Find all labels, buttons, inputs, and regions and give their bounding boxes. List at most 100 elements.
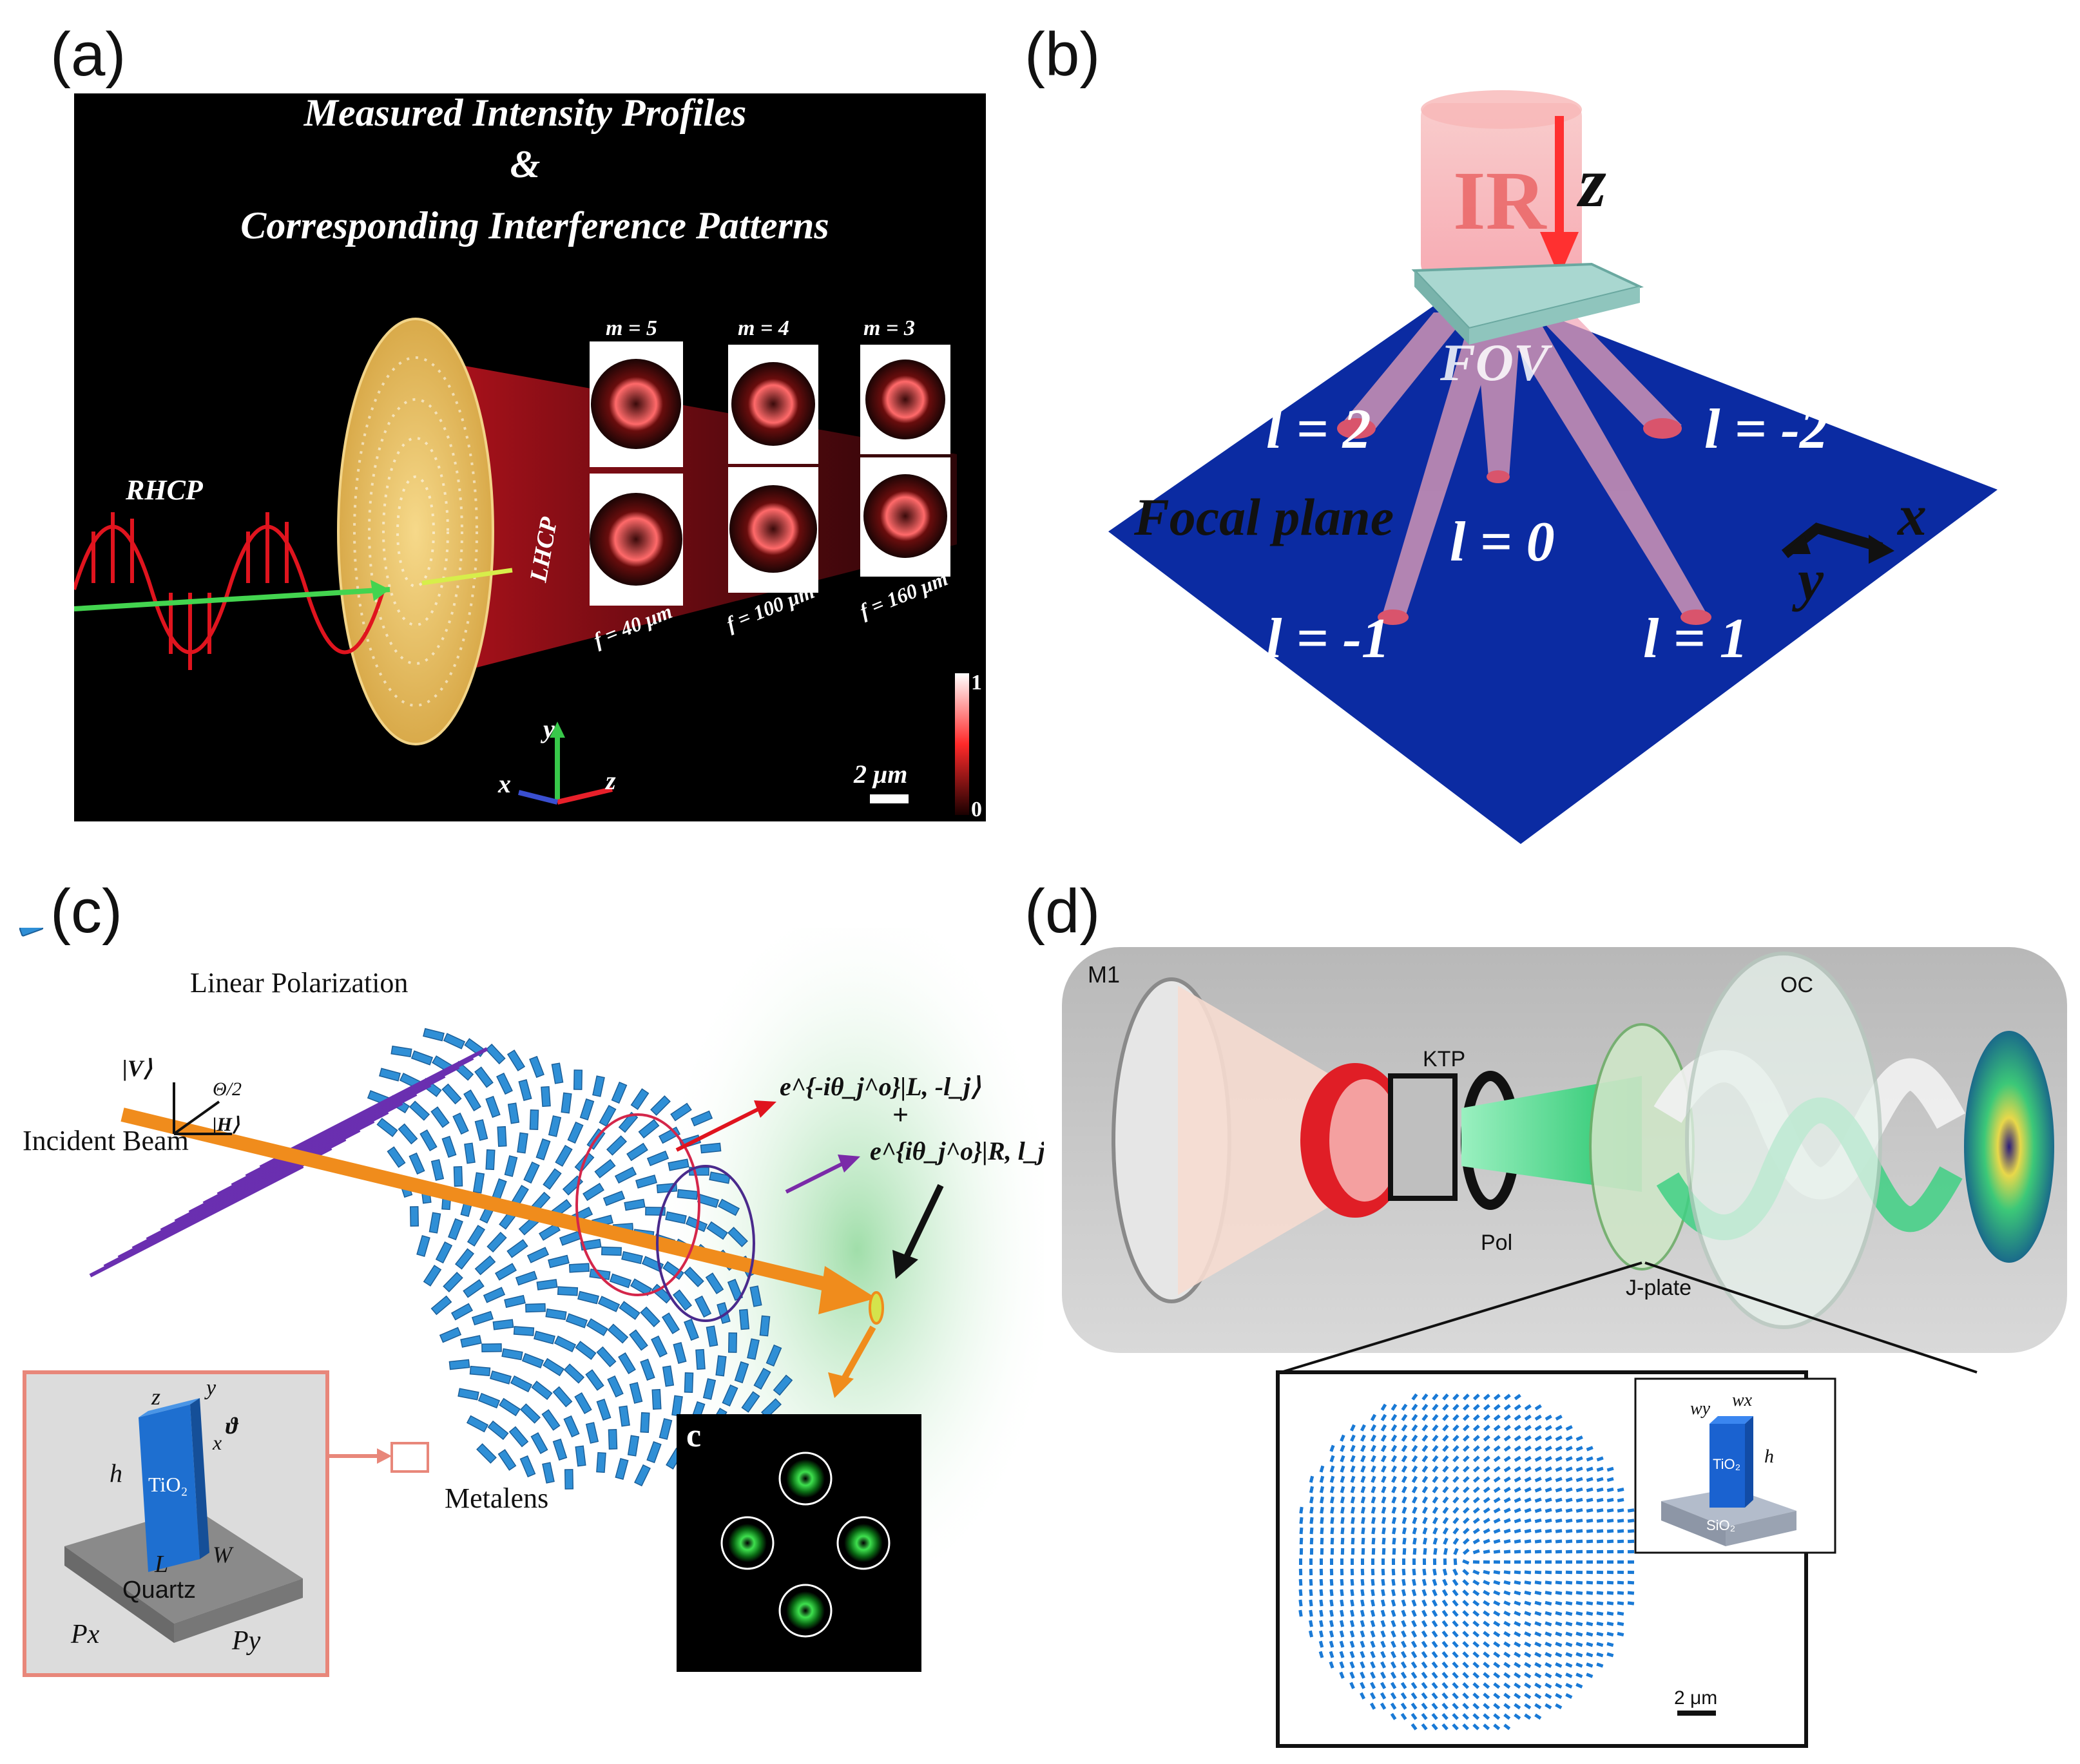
- j-plate-pillar: [1360, 1692, 1366, 1700]
- j-plate-pillar: [1493, 1476, 1501, 1483]
- j-plate-pillar: [1401, 1506, 1407, 1514]
- metalens-pillar: [619, 1301, 640, 1320]
- j-plate-pillar: [1575, 1446, 1583, 1452]
- j-plate-pillar: [1360, 1496, 1366, 1504]
- j-plate-pillar: [1441, 1609, 1449, 1617]
- j-plate-pillar: [1330, 1517, 1334, 1524]
- metalens-pillar: [409, 1206, 419, 1227]
- charge-label-3: m = 3: [863, 316, 915, 340]
- j-plate-pillar: [1432, 1434, 1439, 1442]
- metalens-pillar: [766, 1344, 782, 1367]
- j-plate-pillar: [1472, 1610, 1480, 1617]
- j-plate-pillar: [1534, 1600, 1542, 1606]
- metalens-pillar: [627, 1435, 640, 1457]
- j-plate-pillar: [1318, 1651, 1324, 1658]
- j-plate-pillar: [1452, 1486, 1459, 1493]
- j-plate-pillar: [1380, 1414, 1387, 1421]
- unit-py-label: Py: [231, 1626, 261, 1656]
- j-plate-pillar: [1421, 1609, 1428, 1617]
- j-plate-pillar: [1596, 1477, 1604, 1482]
- j-plate-pillar: [1586, 1601, 1594, 1606]
- j-plate-pillar: [1432, 1393, 1439, 1401]
- j-plate-pillar: [1534, 1539, 1542, 1544]
- j-plate-pillar: [1400, 1651, 1407, 1658]
- panel-a-title-line2: &: [510, 143, 541, 186]
- j-plate-pillar: [1524, 1549, 1532, 1554]
- j-plate-pillar: [1360, 1578, 1365, 1586]
- j-plate-pillar: [1503, 1620, 1511, 1627]
- metalens-pillar: [543, 1357, 564, 1377]
- j-plate-pillar: [1545, 1497, 1552, 1503]
- j-plate-pillar: [1565, 1652, 1573, 1658]
- j-plate-pillar: [1575, 1652, 1583, 1658]
- j-plate-pillar: [1452, 1414, 1459, 1421]
- j-plate-pillar: [1514, 1682, 1521, 1689]
- j-plate-pillar: [1555, 1692, 1563, 1699]
- metalens-pillar: [513, 1326, 535, 1336]
- j-plate-pillar: [1340, 1496, 1345, 1504]
- metalens-pillar: [607, 1375, 624, 1398]
- j-plate-pillar: [1391, 1414, 1398, 1421]
- j-plate-pillar: [1555, 1560, 1563, 1564]
- j-plate-pillar: [1380, 1609, 1386, 1617]
- j-plate-pillar: [1596, 1652, 1604, 1658]
- j-plate-pillar: [1555, 1642, 1563, 1647]
- j-plate-pillar: [1462, 1620, 1469, 1627]
- metalens-pillar: [519, 1455, 536, 1478]
- j-plate-pillar: [1575, 1539, 1583, 1544]
- j-plate-pillar: [1452, 1651, 1459, 1658]
- j-plate-pillar: [1524, 1518, 1532, 1524]
- j-plate-pillar: [1370, 1414, 1377, 1421]
- metalens-pillar: [464, 1142, 476, 1164]
- metalens-pillar: [443, 1271, 463, 1293]
- j-plate-pillar: [1463, 1435, 1470, 1442]
- j-plate-pillar: [1452, 1599, 1459, 1607]
- metalens-pillar: [485, 1149, 496, 1171]
- j-plate-pillar: [1462, 1703, 1469, 1710]
- j-plate-pillar: [1472, 1579, 1480, 1586]
- j-plate-pillar: [1524, 1528, 1532, 1534]
- metalens-pillar: [629, 1329, 648, 1351]
- j-plate-pillar: [1524, 1621, 1532, 1627]
- j-plate-pillar: [1483, 1610, 1490, 1617]
- j-plate-pillar: [1319, 1609, 1324, 1617]
- j-plate-pillar: [1411, 1475, 1418, 1483]
- metalens-pillar: [477, 1392, 501, 1409]
- j-plate-pillar: [1432, 1589, 1438, 1596]
- inset-c-label: c: [686, 1417, 701, 1454]
- j-plate-pillar: [1545, 1662, 1552, 1668]
- metalens-pillar: [611, 1081, 628, 1104]
- order-l2: l = 2: [1266, 398, 1371, 461]
- j-plate-pillar: [1441, 1640, 1449, 1648]
- j-plate-pillar: [1371, 1558, 1375, 1566]
- j-plate-pillar: [1318, 1640, 1324, 1648]
- j-plate-pillar: [1309, 1568, 1313, 1576]
- metalens-pillar: [727, 1332, 738, 1353]
- j-plate-pillar: [1422, 1517, 1428, 1524]
- j-plate-pillar: [1596, 1456, 1604, 1462]
- j-plate-pillar: [1462, 1569, 1470, 1576]
- j-plate-pillar: [1401, 1558, 1406, 1566]
- j-plate-pillar: [1319, 1486, 1325, 1493]
- metalens-pillar: [518, 1079, 532, 1101]
- j-plate-pillar: [1524, 1631, 1532, 1637]
- j-plate-pillar: [1391, 1599, 1396, 1607]
- unit-x-label: x: [212, 1431, 222, 1454]
- j-plate-pillar: [1483, 1394, 1490, 1401]
- j-plate-pillar: [1329, 1609, 1334, 1617]
- j-plate-pillar: [1617, 1580, 1624, 1585]
- j-plate-pillar: [1565, 1683, 1573, 1689]
- j-plate-pillar: [1627, 1549, 1635, 1554]
- j-plate-pillar: [1432, 1517, 1438, 1524]
- metalens-pillar: [577, 1290, 599, 1305]
- j-plate-pillar: [1565, 1549, 1573, 1554]
- j-plate-pillar: [1411, 1393, 1418, 1401]
- unit-cell-inset: [23, 1370, 392, 1677]
- j-plate-pillar: [1371, 1455, 1376, 1462]
- j-plate-pillar: [1350, 1558, 1354, 1566]
- j-plate-pillar: [1329, 1496, 1334, 1504]
- j-plate-pillar: [1462, 1651, 1469, 1658]
- j-plate-pillar: [1340, 1568, 1344, 1576]
- metalens-pillar: [700, 1142, 722, 1154]
- j-plate-pillar: [1596, 1601, 1604, 1606]
